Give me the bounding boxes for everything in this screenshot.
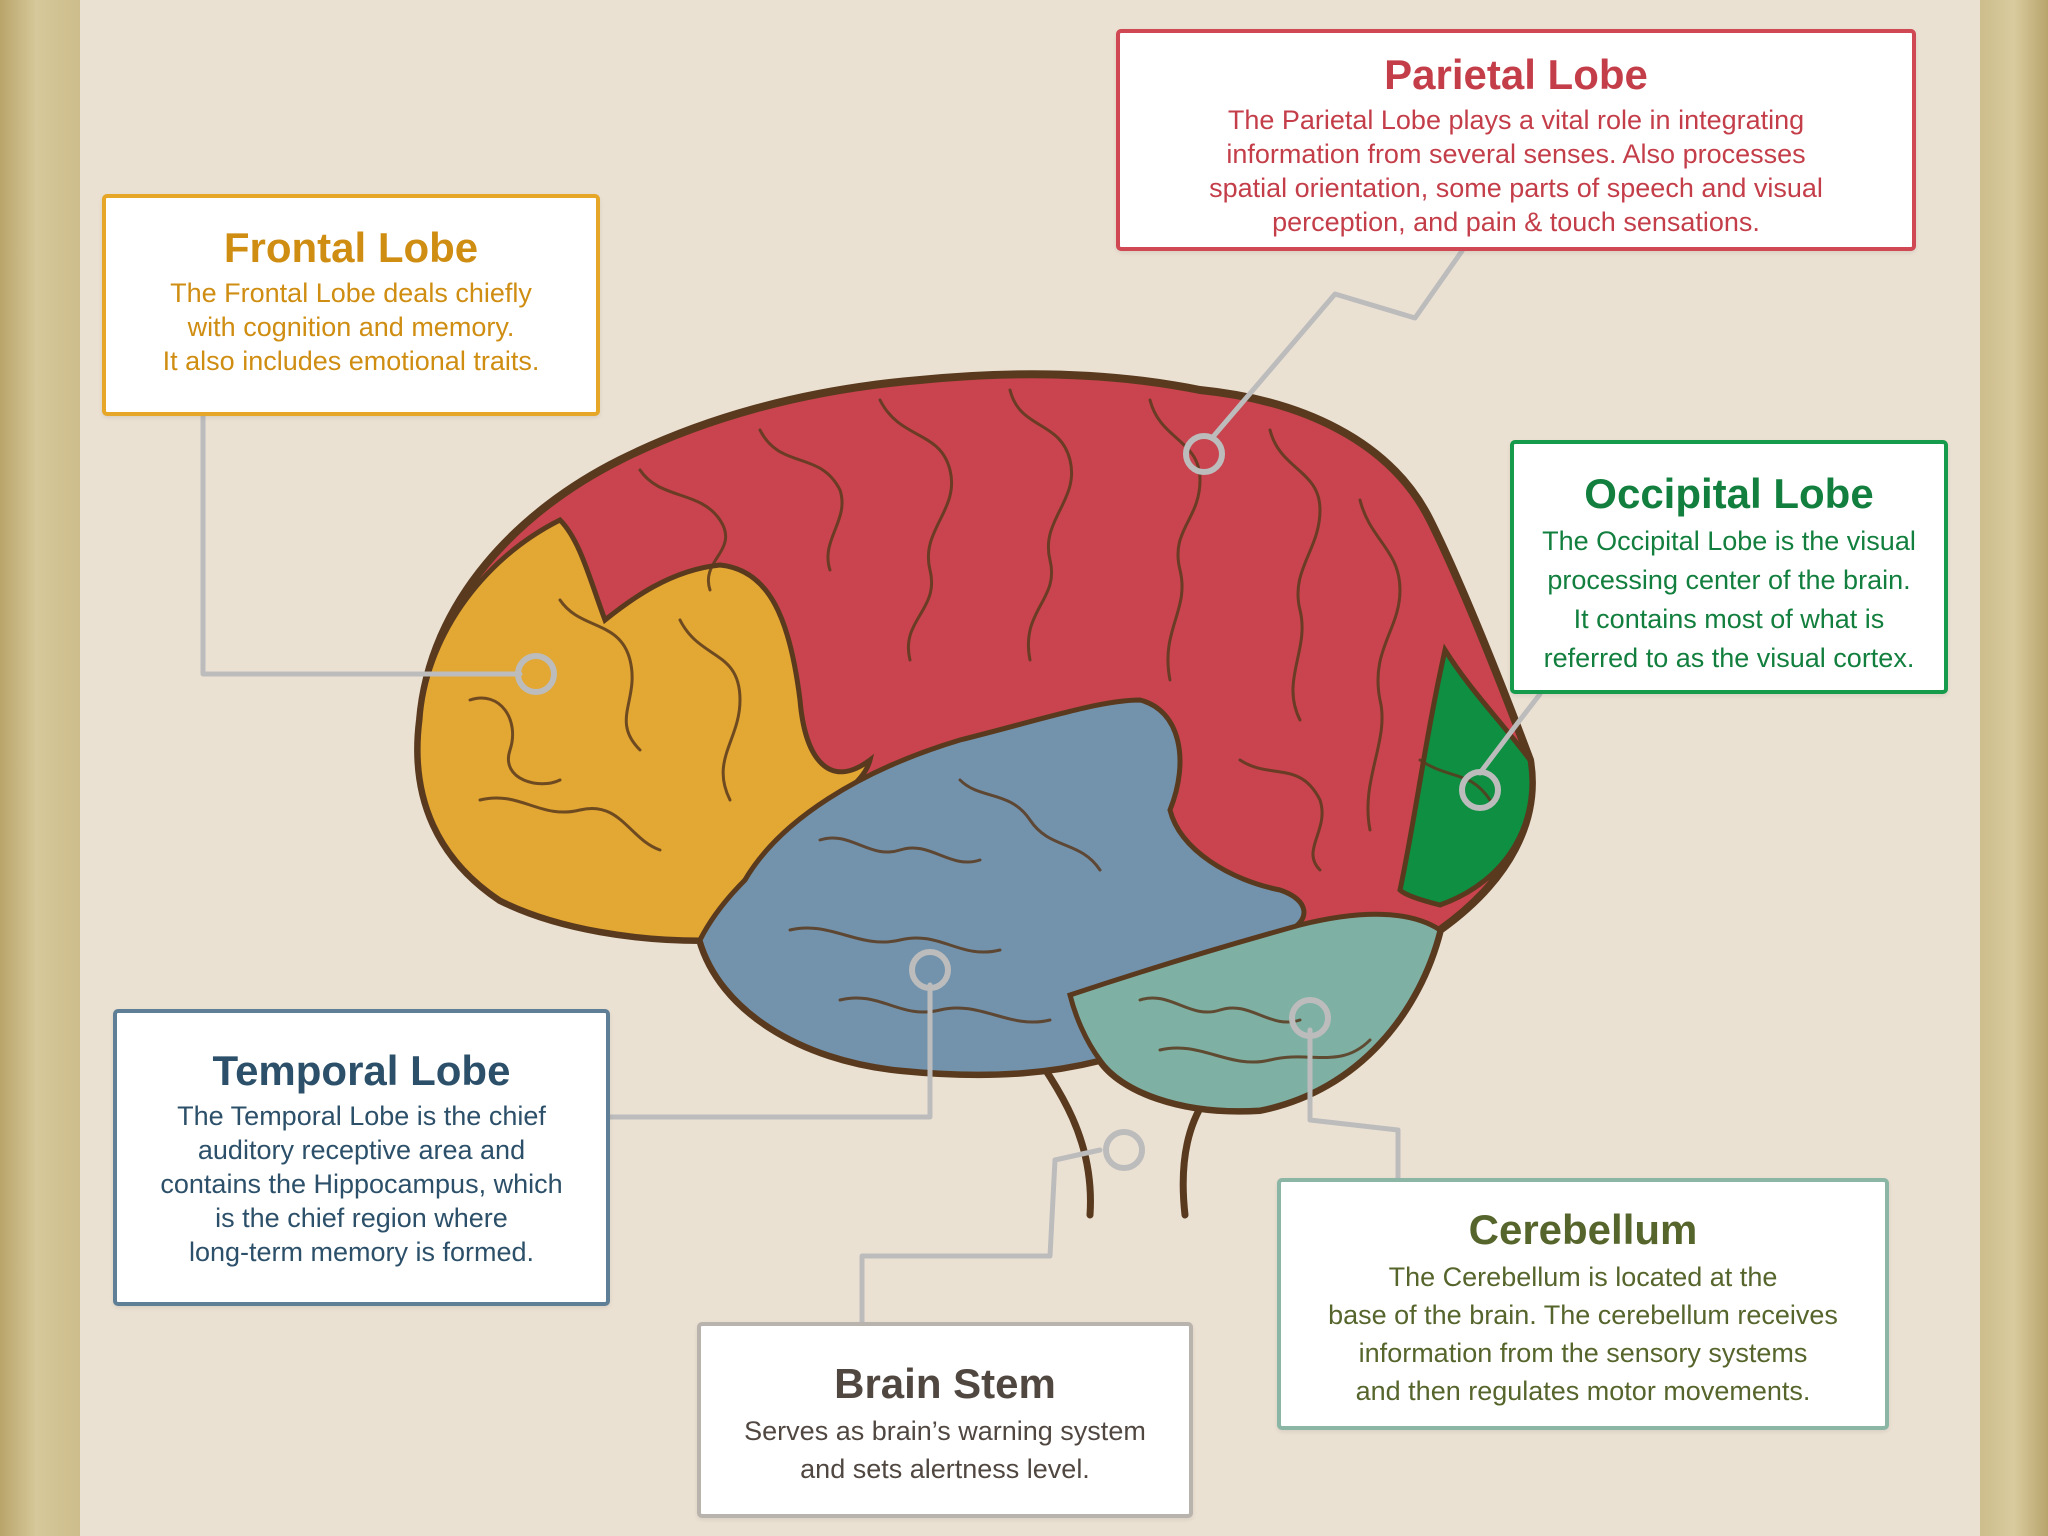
cerebellum-line-3: information from the sensory systems [1358,1338,1808,1368]
parietal-connector [1209,248,1465,441]
cerebellum-line-4: and then regulates motor movements. [1355,1376,1811,1406]
temporal-lobe-line-2: auditory receptive area and [197,1135,526,1165]
parietal-lobe-line-3: spatial orientation, some parts of speec… [1209,173,1823,203]
frontal-lobe-title: Frontal Lobe [223,224,479,271]
brain-stem-card: Brain Stem Serves as brain’s warning sys… [697,1322,1193,1518]
temporal-lobe-line-1: The Temporal Lobe is the chief [177,1101,546,1131]
temporal-pin-icon [909,949,951,991]
frontal-connector [200,413,523,677]
temporal-lobe-line-5: long-term memory is formed. [188,1237,535,1267]
brain-stem-line-2: and sets alertness level. [800,1454,1090,1484]
temporal-lobe-card: Temporal Lobe The Temporal Lobe is the c… [113,1009,610,1306]
cerebellum-line-2: base of the brain. The cerebellum receiv… [1328,1300,1838,1330]
frontal-lobe-line-3: It also includes emotional traits. [162,346,540,376]
cerebellum-pin-icon [1289,997,1331,1039]
connector-lines [200,248,1543,1325]
brainstem-pin-icon [1103,1129,1145,1171]
brainstem-connector [859,1147,1103,1325]
parietal-pin-icon [1183,433,1225,475]
cerebellum-title: Cerebellum [1468,1206,1698,1253]
occipital-lobe-line-3: It contains most of what is [1573,604,1885,634]
cerebellum-connector [1307,1027,1401,1181]
temporal-lobe-line-4: is the chief region where [215,1203,508,1233]
connector-rings [515,433,1501,1171]
temporal-lobe-title: Temporal Lobe [212,1047,511,1094]
brain-folds [468,388,1492,1064]
cerebellum-line-1: The Cerebellum is located at the [1388,1262,1778,1292]
parietal-lobe-title: Parietal Lobe [1384,51,1648,98]
occipital-lobe-line-1: The Occipital Lobe is the visual [1542,526,1916,556]
occipital-lobe-line-2: processing center of the brain. [1547,565,1911,595]
temporal-connector [607,982,933,1120]
brain-stem-line-1: Serves as brain’s warning system [744,1416,1146,1446]
frontal-lobe-line-2: with cognition and memory. [187,312,515,342]
occipital-lobe-title: Occipital Lobe [1584,470,1874,517]
frontal-lobe-region [415,516,875,943]
occipital-connector [1477,691,1543,776]
parchment-border-right [1980,0,2048,1536]
occipital-lobe-line-4: referred to as the visual cortex. [1543,643,1915,673]
frontal-pin-icon [515,653,557,695]
parietal-lobe-line-1: The Parietal Lobe plays a vital role in … [1227,105,1805,135]
parchment-border-left [0,0,80,1536]
parietal-lobe-line-4: perception, and pain & touch sensations. [1272,207,1760,237]
parietal-lobe-line-2: information from several senses. Also pr… [1226,139,1806,169]
occipital-pin-icon [1459,769,1501,811]
frontal-lobe-line-1: The Frontal Lobe deals chiefly [170,278,532,308]
temporal-lobe-line-3: contains the Hippocampus, which [160,1169,563,1199]
cerebellum-card: Cerebellum The Cerebellum is located at … [1277,1178,1889,1430]
frontal-lobe-card: Frontal Lobe The Frontal Lobe deals chie… [102,194,600,416]
parietal-lobe-card: Parietal Lobe The Parietal Lobe plays a … [1116,29,1916,251]
occipital-lobe-card: Occipital Lobe The Occipital Lobe is the… [1510,440,1948,694]
brain-stem-title: Brain Stem [834,1360,1056,1407]
